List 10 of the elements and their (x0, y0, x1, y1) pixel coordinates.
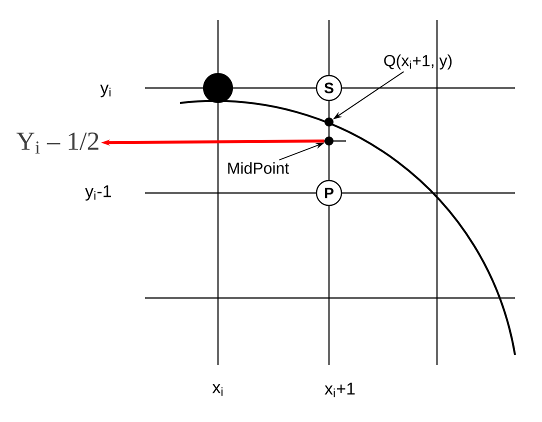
axis-label: y$_{i}$-1 (85, 185, 111, 201)
axis-label: x$_{i}$+1 (324, 382, 355, 398)
point-label: Q(x$_{i}$+1, y) (384, 54, 452, 70)
point-dot (203, 73, 233, 103)
point-dot (324, 136, 334, 146)
axis-label: x$_{i}$ (212, 384, 223, 396)
point-label: MidPoint (228, 162, 289, 174)
axis-label: y$_{i}$ (100, 84, 110, 98)
point-dot (324, 118, 334, 126)
axis-label: Y$_{i}$ – 1/2 (16, 132, 98, 154)
